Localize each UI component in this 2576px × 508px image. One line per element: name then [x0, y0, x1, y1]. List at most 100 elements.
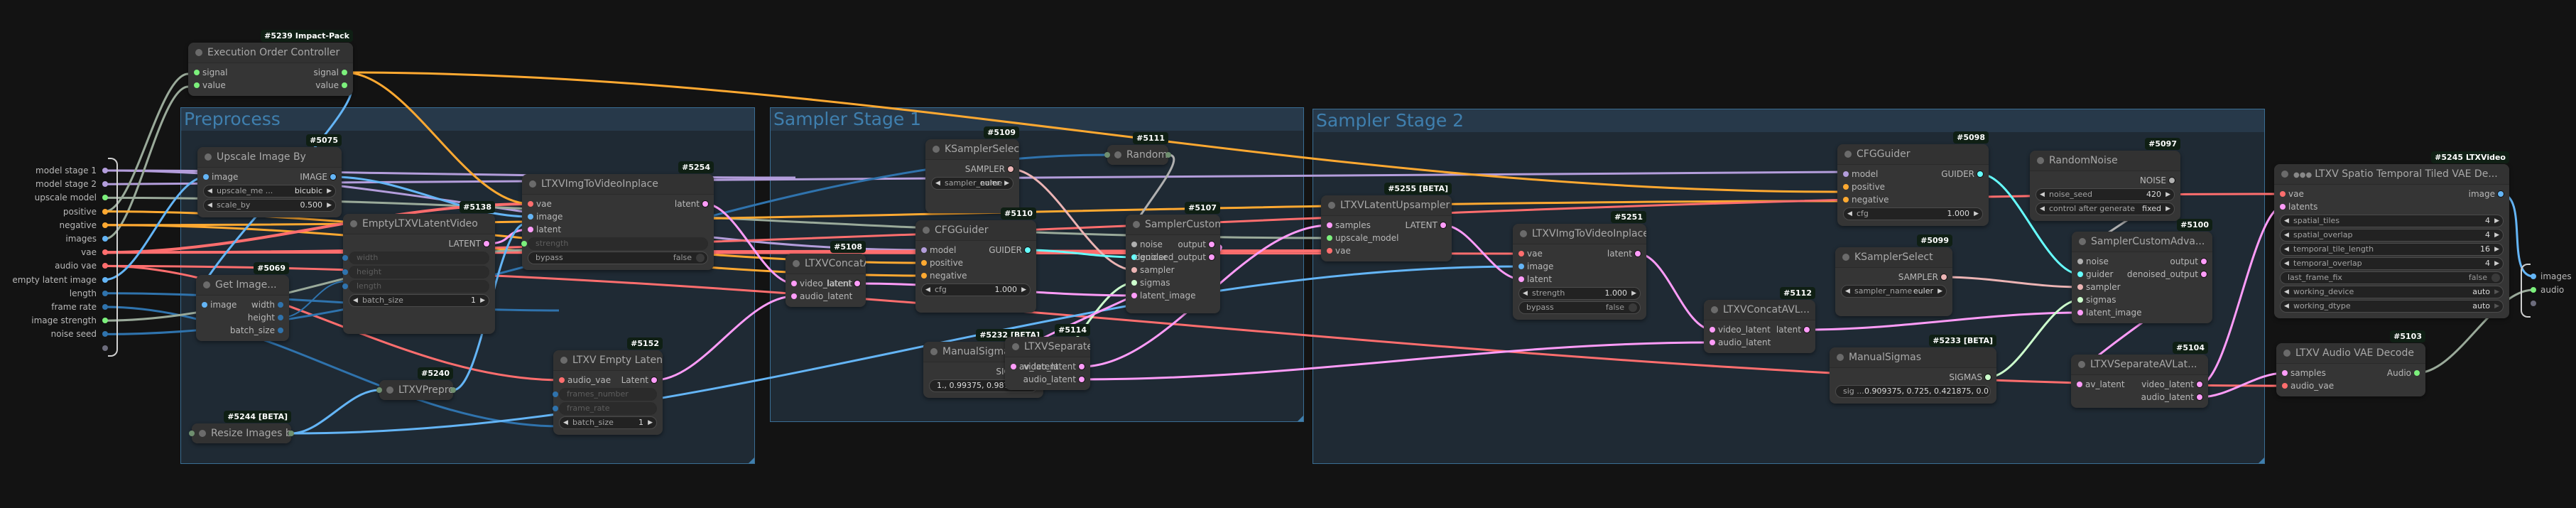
input-slot-icon[interactable] — [2077, 382, 2082, 387]
graph-output-add-slot[interactable] — [2531, 298, 2540, 309]
input-slot-icon[interactable] — [2531, 287, 2536, 293]
node-5114[interactable]: #5114LTXVSeparateAVL...av_latentvideo_la… — [1005, 324, 1090, 390]
increment-arrow-icon[interactable]: ▶ — [2494, 288, 2499, 296]
output-audio-latent[interactable]: audio_latent — [2141, 391, 2202, 404]
input-slot-icon[interactable] — [2531, 274, 2536, 279]
input-slot-icon[interactable] — [342, 269, 348, 275]
input-slot-icon[interactable] — [2077, 297, 2083, 303]
output-slot-icon[interactable] — [278, 328, 283, 333]
input-samples[interactable]: samples — [1327, 219, 1371, 232]
output-slot-icon[interactable] — [2414, 370, 2420, 376]
decrement-arrow-icon[interactable]: ◀ — [1847, 210, 1852, 217]
output-height[interactable]: height — [248, 311, 283, 324]
input-samples[interactable]: samples — [2282, 367, 2326, 379]
collapse-dot-icon[interactable] — [2281, 171, 2288, 178]
increment-arrow-icon[interactable]: ▶ — [1938, 288, 1942, 295]
input-av-latent[interactable]: av_latent — [1011, 360, 1059, 373]
input-slot-icon[interactable] — [189, 431, 195, 436]
input-image[interactable]: image — [528, 210, 563, 223]
input-signal[interactable]: signal — [194, 66, 228, 79]
output-slot-icon[interactable] — [102, 168, 108, 173]
decrement-arrow-icon[interactable]: ◀ — [563, 419, 568, 426]
input-slot-icon[interactable] — [1710, 327, 1715, 333]
output-slot-icon[interactable] — [2201, 271, 2207, 277]
input-noise[interactable]: noise — [2077, 255, 2109, 268]
output-slot-icon[interactable] — [342, 82, 347, 88]
increment-arrow-icon[interactable]: ▶ — [2494, 217, 2499, 225]
graph-input-image-strength[interactable]: image strength — [31, 315, 108, 326]
output-slot-icon[interactable] — [702, 201, 708, 207]
node-title-bar[interactable]: ●●●LTXV Spatio Temporal Tiled VAE De... — [2274, 164, 2509, 185]
input-slot-icon[interactable] — [791, 293, 797, 299]
output-latent[interactable]: Latent — [621, 374, 657, 387]
collapse-dot-icon[interactable] — [350, 220, 357, 227]
group-resize-handle[interactable] — [1298, 416, 1303, 421]
input-sampler[interactable]: sampler — [2077, 281, 2121, 293]
input-vae[interactable]: vae — [528, 198, 552, 210]
collapse-dot-icon[interactable] — [1844, 151, 1852, 158]
graph-input-images[interactable]: images — [65, 233, 108, 244]
output-output[interactable]: output — [1178, 238, 1214, 251]
input-slot-icon[interactable] — [921, 273, 927, 279]
input-vae[interactable]: vae — [1327, 244, 1351, 257]
output-slot-icon[interactable] — [1079, 364, 1085, 369]
input-slot-icon[interactable] — [2280, 204, 2286, 210]
increment-arrow-icon[interactable]: ▶ — [327, 188, 332, 195]
output-slot-icon[interactable] — [1941, 274, 1947, 280]
input-model[interactable]: model — [1843, 168, 1878, 180]
node-title-bar[interactable]: LTXVSeparateAVL... — [1005, 337, 1090, 357]
input-slot-icon[interactable] — [1327, 235, 1332, 241]
node-title-bar[interactable]: KSamplerSelect — [1835, 247, 1952, 268]
increment-arrow-icon[interactable]: ▶ — [480, 297, 485, 304]
input-slot-icon[interactable] — [1843, 171, 1849, 177]
output-output[interactable]: output — [2170, 255, 2207, 268]
input-slot-icon[interactable] — [1327, 248, 1332, 254]
decrement-arrow-icon[interactable]: ◀ — [1523, 290, 1528, 297]
increment-arrow-icon[interactable]: ▶ — [2165, 205, 2170, 212]
output-guider[interactable]: GUIDER — [989, 244, 1031, 256]
output-slot-icon[interactable] — [1209, 254, 1214, 260]
increment-arrow-icon[interactable]: ▶ — [2494, 246, 2499, 253]
input-slot-icon[interactable] — [194, 70, 200, 75]
output-slot-icon[interactable] — [102, 222, 108, 228]
input-slot-icon[interactable] — [1518, 264, 1524, 269]
output-slot-icon[interactable] — [102, 304, 108, 310]
input-slot-icon[interactable] — [921, 260, 927, 266]
input-slot-icon[interactable] — [1518, 251, 1524, 256]
input-video-latent[interactable]: video_latent — [791, 277, 852, 290]
output-image[interactable]: IMAGE — [300, 171, 336, 183]
input-slot-icon[interactable] — [1131, 293, 1137, 298]
output-slot-icon[interactable] — [342, 70, 347, 75]
output-slot-icon[interactable] — [102, 195, 108, 201]
output-slot-icon[interactable] — [102, 331, 108, 337]
increment-arrow-icon[interactable]: ▶ — [1004, 180, 1009, 187]
output-slot-icon[interactable] — [1440, 222, 1446, 228]
decrement-arrow-icon[interactable]: ◀ — [207, 188, 212, 195]
decrement-arrow-icon[interactable]: ◀ — [2040, 191, 2045, 198]
output-video-latent[interactable]: video_latent — [2141, 378, 2202, 391]
input-slot-icon[interactable] — [2531, 301, 2536, 306]
output-slot-icon[interactable] — [484, 241, 489, 247]
input-latent[interactable]: latent — [528, 223, 561, 236]
increment-arrow-icon[interactable]: ▶ — [1974, 210, 1979, 217]
output-slot-icon[interactable] — [2197, 382, 2202, 387]
input-slot-icon[interactable] — [921, 247, 927, 253]
input-image[interactable]: image — [203, 171, 238, 183]
output-slot-icon[interactable] — [102, 276, 108, 283]
collapse-dot-icon[interactable] — [205, 153, 212, 161]
